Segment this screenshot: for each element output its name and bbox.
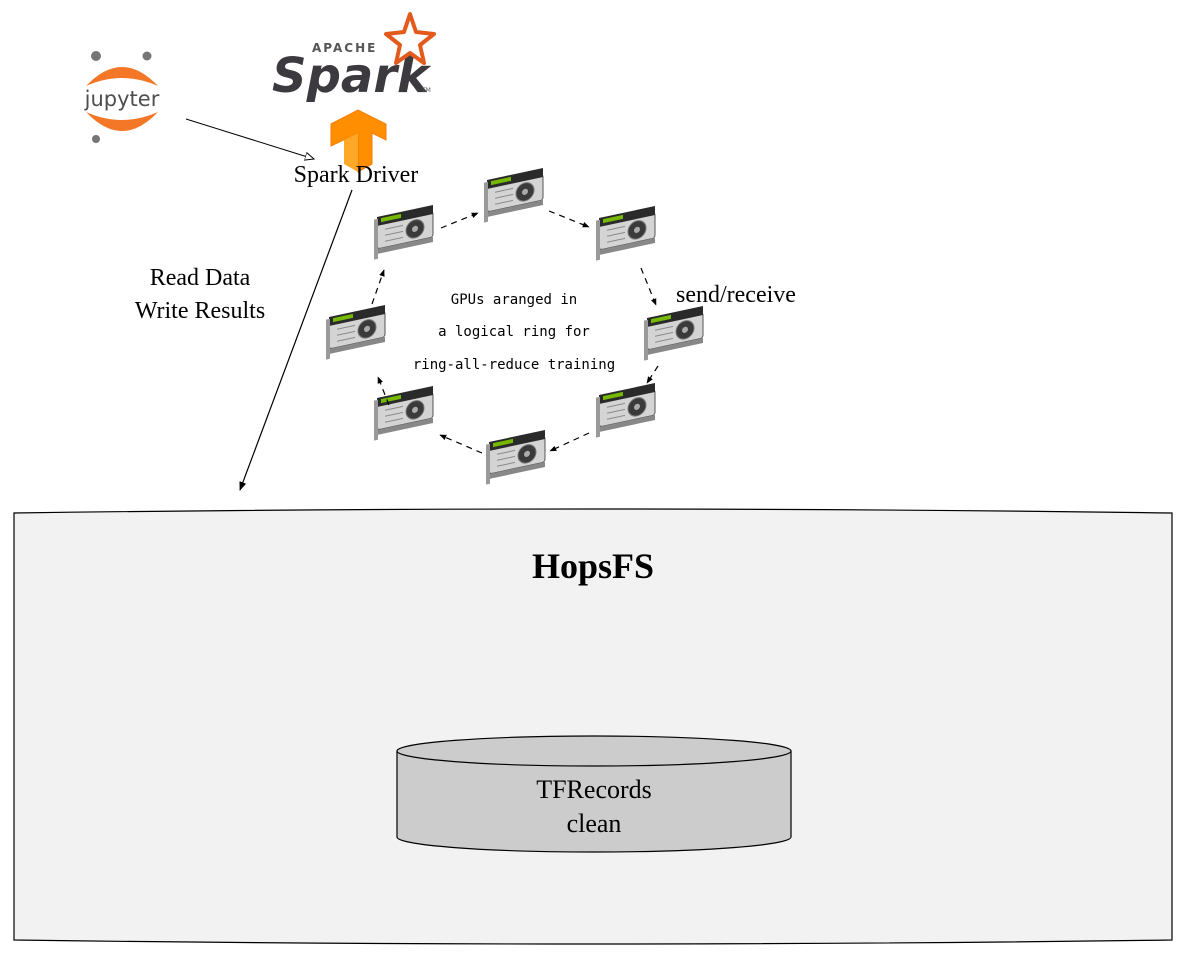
spark-driver-label: Spark Driver [294,162,419,188]
ring-arrow [640,267,657,306]
ring-arrow [646,365,659,384]
gpu-card-icon [485,429,546,486]
jupyter-wordmark: jupyter [84,87,160,111]
ring-arrow [371,269,385,305]
tensorflow-icon [330,109,387,173]
ring-arrow [549,432,590,452]
spark-tm: TM [421,87,431,94]
ring-caption-line: a logical ring for [438,324,590,340]
dataset-cylinder: TFRecords clean [396,735,792,853]
ring-caption-line: GPUs aranged in [451,292,577,308]
ring-arrow [439,434,483,454]
jupyter-logo: jupyter [84,51,160,143]
gpu-ring: GPUs aranged in a logical ring for ring-… [325,167,796,486]
spark-apache-text: APACHE [312,41,377,55]
spark-logo: APACHE Spark TM [272,12,436,104]
read-data-label: Read Data [150,265,251,291]
driver-to-hopsfs-arrow [239,189,353,491]
gpu-card-icon [595,205,656,262]
dataset-state: clean [567,809,622,838]
ring-arrow [440,212,479,229]
dataset-name: TFRecords [536,775,652,804]
gpu-card-icon [643,305,704,362]
hopsfs-title: HopsFS [532,546,654,586]
send-receive-label: send/receive [676,282,796,308]
gpu-card-icon [483,167,544,224]
gpu-card-icon [595,382,656,439]
write-results-label: Write Results [135,298,265,324]
ring-arrow [548,210,590,228]
spark-star-icon [384,12,436,65]
jupyter-to-driver-arrow [185,118,314,159]
gpu-card-icon [325,304,386,361]
gpu-card-icon [373,204,434,261]
hopsfs-storage: HopsFS [13,508,1173,945]
ring-caption-line: ring-all-reduce training [413,357,615,373]
ring-arrow [377,376,390,406]
gpu-card-icon [373,385,434,442]
